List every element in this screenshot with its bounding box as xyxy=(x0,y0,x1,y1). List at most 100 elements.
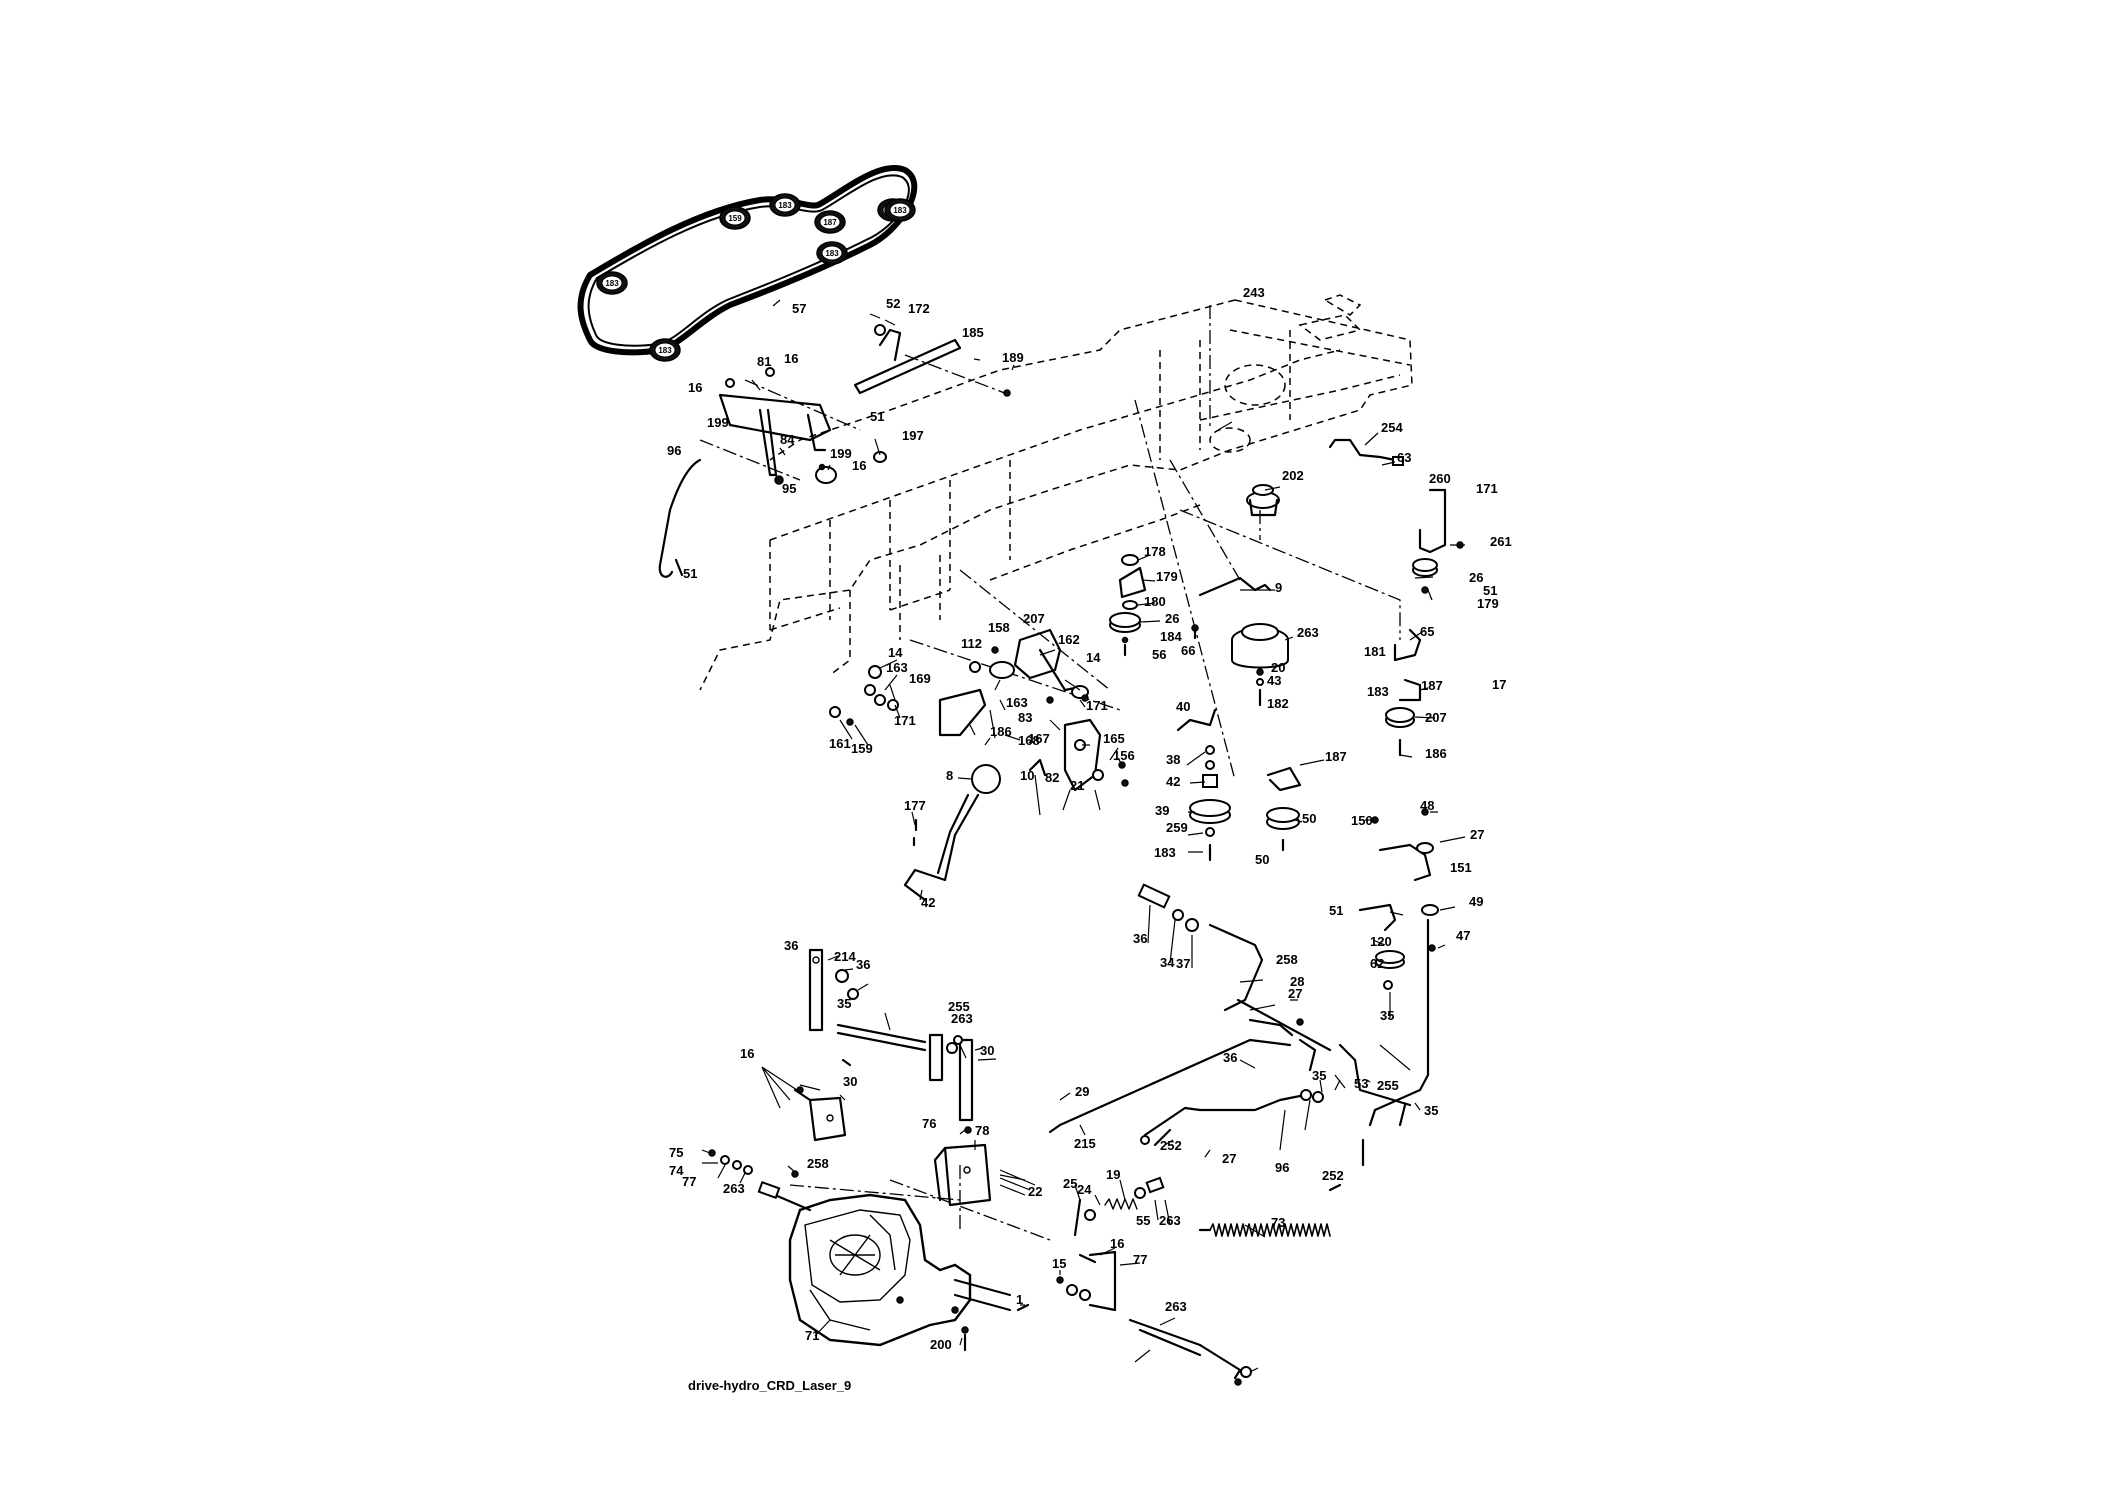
pedal-linkage xyxy=(1358,808,1439,1167)
idler-arm-assembly xyxy=(829,628,1129,792)
callout-number: 35 xyxy=(1312,1068,1326,1083)
callout-number: 25 xyxy=(1063,1176,1077,1191)
callout-number: 42 xyxy=(921,895,935,910)
callout-number: 81 xyxy=(757,354,771,369)
drive-belt: 183159187183183183183183 xyxy=(577,165,918,362)
callout-number: 202 xyxy=(1282,468,1304,483)
callout-number: 16 xyxy=(740,1046,754,1061)
idler-bracket-assembly xyxy=(699,324,1011,485)
callout-number: 254 xyxy=(1381,420,1403,435)
callout-number: 30 xyxy=(843,1074,857,1089)
callout-number: 82 xyxy=(1045,770,1059,785)
callout-number: 258 xyxy=(1276,952,1298,967)
callout-number: 96 xyxy=(1275,1160,1289,1175)
callout-number: 263 xyxy=(951,1011,973,1026)
callout-number: 186 xyxy=(1425,746,1447,761)
callout-number: 36 xyxy=(784,938,798,953)
callout-number: 169 xyxy=(909,671,931,686)
callout-number: 180 xyxy=(1144,594,1166,609)
leader-lines xyxy=(701,299,1466,1373)
callout-number: 252 xyxy=(1160,1138,1182,1153)
callout-number: 16 xyxy=(688,380,702,395)
small-spring xyxy=(1104,1198,1138,1210)
callout-number: 258 xyxy=(807,1156,829,1171)
callout-number: 199 xyxy=(707,415,729,430)
belt-pulley: 187 xyxy=(814,210,846,234)
callout-number: 95 xyxy=(782,481,796,496)
callout-number: 112 xyxy=(961,636,982,651)
callout-number: 34 xyxy=(1160,955,1175,970)
callout-number: 207 xyxy=(1023,611,1045,626)
callout-number: 182 xyxy=(1267,696,1289,711)
callout-number: 1 xyxy=(1016,1292,1023,1307)
hydrostatic-transaxle xyxy=(708,1149,1012,1352)
callout-number: 43 xyxy=(1267,673,1281,688)
callout-number: 259 xyxy=(1166,820,1188,835)
callout-number: 22 xyxy=(1028,1184,1042,1199)
belt-pulley: 159 xyxy=(719,206,751,230)
callout-number: 263 xyxy=(1165,1299,1187,1314)
callout-number: 163 xyxy=(886,660,908,675)
callout-number: 214 xyxy=(834,949,856,964)
callout-number: 52 xyxy=(886,296,900,311)
callout-number: 15 xyxy=(1052,1256,1066,1271)
callout-number: 83 xyxy=(1018,710,1032,725)
callout-number: 171 xyxy=(894,713,916,728)
pulley-label: 183 xyxy=(778,201,792,210)
callout-number: 171 xyxy=(1086,698,1108,713)
pulley-label: 187 xyxy=(823,218,837,227)
assembly-lines xyxy=(789,305,1401,1241)
callout-number: 49 xyxy=(1469,894,1483,909)
callout-number: 48 xyxy=(1420,798,1434,813)
pulley-label: 183 xyxy=(605,279,619,288)
callout-number: 197 xyxy=(902,428,924,443)
callout-number: 10 xyxy=(1020,768,1034,783)
tractor-frame xyxy=(699,294,1413,691)
callout-number: 263 xyxy=(1297,625,1319,640)
pulley-label: 183 xyxy=(893,206,907,215)
callout-number: 9 xyxy=(1275,580,1282,595)
clutch-and-pulleys xyxy=(1109,484,1302,862)
callout-number: 158 xyxy=(988,620,1010,635)
callout-number: 161 xyxy=(829,736,851,751)
callout-number: 179 xyxy=(1477,596,1499,611)
callout-number: 53 xyxy=(1354,1076,1368,1091)
callout-number: 57 xyxy=(792,301,806,316)
shift-lever xyxy=(903,764,1001,902)
callout-number: 77 xyxy=(1133,1252,1147,1267)
callout-number: 171 xyxy=(1476,481,1498,496)
callout-number: 21 xyxy=(1070,778,1084,793)
callout-number: 84 xyxy=(780,432,795,447)
callout-number: 181 xyxy=(1364,644,1386,659)
callout-number: 51 xyxy=(1483,583,1497,598)
lower-right-bracket xyxy=(1016,1250,1252,1386)
diagram-caption: drive-hydro_CRD_Laser_9 xyxy=(688,1378,852,1393)
callout-number: 62 xyxy=(1370,956,1384,971)
callout-number: 40 xyxy=(1176,699,1190,714)
callout-number: 96 xyxy=(667,443,681,458)
callout-number: 63 xyxy=(1397,450,1411,465)
spring xyxy=(1198,1183,1342,1237)
callout-number: 183 xyxy=(1367,684,1389,699)
callout-number: 184 xyxy=(1160,629,1182,644)
callout-number: 26 xyxy=(1165,611,1179,626)
belt-pulley: 183 xyxy=(649,338,681,362)
callout-number: 35 xyxy=(837,996,851,1011)
callout-number: 42 xyxy=(1166,774,1180,789)
callout-number: 168 xyxy=(1018,733,1040,748)
callout-number: 65 xyxy=(1420,624,1434,639)
callout-number: 186 xyxy=(990,724,1012,739)
lower-left-bars xyxy=(808,948,974,1122)
callout-number: 172 xyxy=(908,301,930,316)
callout-number: 66 xyxy=(1181,643,1195,658)
callout-number: 51 xyxy=(683,566,697,581)
callout-number: 47 xyxy=(1456,928,1470,943)
callout-number: 73 xyxy=(1271,1215,1285,1230)
callout-number: 151 xyxy=(1450,860,1472,875)
callout-number: 75 xyxy=(669,1145,683,1160)
main-shafts xyxy=(1048,883,1412,1147)
callout-number: 178 xyxy=(1144,544,1166,559)
callout-number: 27 xyxy=(1288,986,1302,1001)
callout-number: 199 xyxy=(830,446,852,461)
callout-number: 26 xyxy=(1469,570,1483,585)
